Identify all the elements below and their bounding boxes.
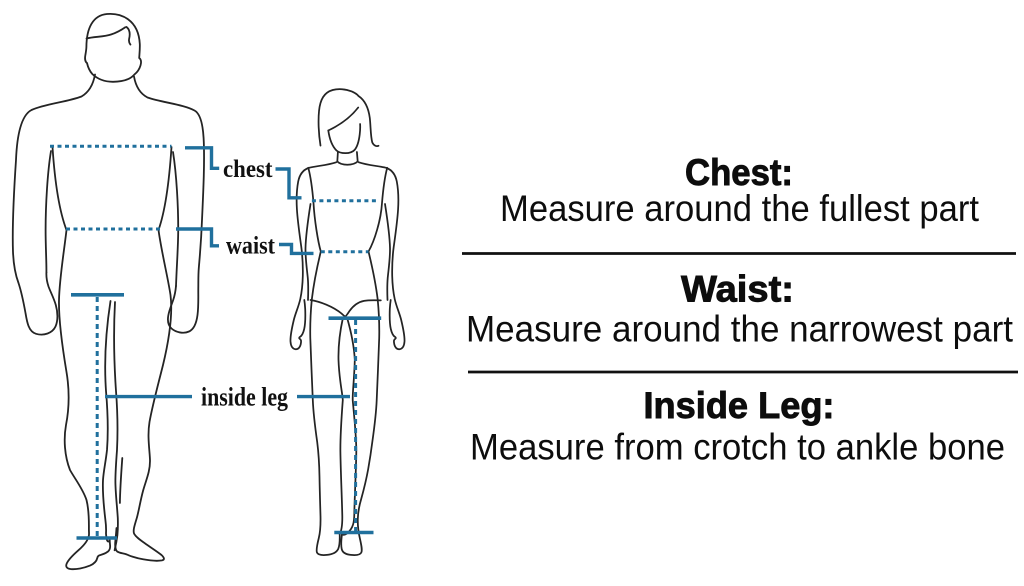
svg-text:Chest:: Chest: bbox=[685, 152, 793, 193]
svg-text:chest: chest bbox=[223, 156, 273, 183]
svg-text:Measure around the narrowest p: Measure around the narrowest part bbox=[466, 309, 1014, 350]
svg-text:waist: waist bbox=[226, 233, 276, 260]
svg-text:Measure from crotch to ankle b: Measure from crotch to ankle bone bbox=[470, 427, 1005, 468]
svg-text:Inside Leg:: Inside Leg: bbox=[644, 385, 835, 426]
svg-text:Waist:: Waist: bbox=[681, 269, 794, 310]
svg-text:Measure around the fullest par: Measure around the fullest part bbox=[500, 188, 980, 229]
svg-text:inside leg: inside leg bbox=[201, 383, 288, 412]
